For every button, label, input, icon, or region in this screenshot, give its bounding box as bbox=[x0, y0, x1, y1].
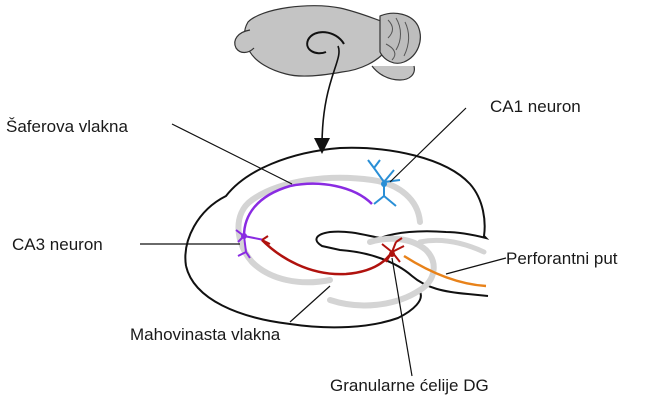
brain-cerebrum bbox=[244, 6, 388, 76]
hippocampus-slice bbox=[185, 148, 488, 328]
ca3-soma bbox=[241, 233, 247, 239]
mossy-path bbox=[262, 240, 392, 274]
label-schaffer: Šaferova vlakna bbox=[6, 117, 128, 136]
leader-schaffer bbox=[172, 124, 292, 184]
rat-brain-illustration bbox=[235, 6, 421, 80]
label-granule: Granularne ćelije DG bbox=[330, 376, 489, 395]
ca1-soma bbox=[381, 181, 387, 187]
label-mossy: Mahovinasta vlakna bbox=[130, 325, 281, 344]
dentate-gyrus-band bbox=[330, 239, 434, 306]
slice-lower-outline bbox=[186, 266, 421, 327]
brainstem bbox=[372, 66, 414, 80]
label-ca3: CA3 neuron bbox=[12, 235, 103, 254]
granule-soma bbox=[389, 251, 395, 257]
leader-mossy bbox=[290, 286, 330, 322]
label-ca1: CA1 neuron bbox=[490, 97, 581, 116]
leader-granule bbox=[392, 258, 412, 376]
cornu-ammonis-band bbox=[238, 178, 420, 282]
label-perforant: Perforantni put bbox=[506, 249, 618, 268]
perforant-path-fiber bbox=[404, 256, 486, 286]
leader-perforant bbox=[446, 258, 506, 274]
